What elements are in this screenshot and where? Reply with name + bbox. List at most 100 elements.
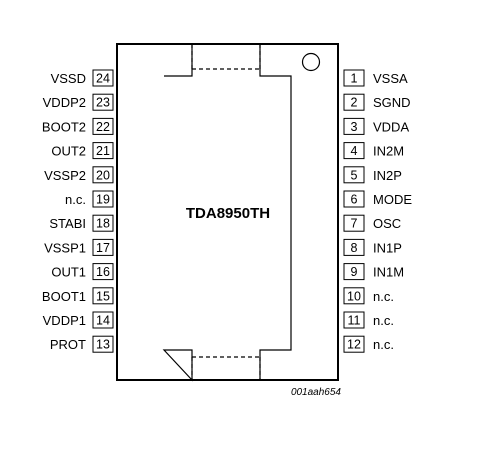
pin-name: VDDP2 <box>43 95 86 110</box>
pin-name: OSC <box>373 216 401 231</box>
pin-number: 22 <box>96 120 110 134</box>
pin-name: IN2P <box>373 168 402 183</box>
pin-number: 7 <box>351 217 358 231</box>
left-pin: 24 VSSD <box>51 69 114 87</box>
pin-box <box>92 263 114 281</box>
pin-box <box>343 238 365 256</box>
pin-number: 1 <box>351 72 358 86</box>
pin-name: VSSP2 <box>44 168 86 183</box>
figure-id: 001aah654 <box>291 387 341 398</box>
right-pin: 6 MODE <box>343 190 412 208</box>
pin-box <box>343 166 365 184</box>
pin-name: OUT1 <box>51 265 86 280</box>
pin1-marker <box>301 52 321 72</box>
right-pin: 1 VSSA <box>343 69 408 87</box>
pin-name: VDDP1 <box>43 313 86 328</box>
pin-number: 9 <box>351 265 358 279</box>
pin-name: SGND <box>373 95 411 110</box>
pin-box <box>343 214 365 232</box>
pin-name: BOOT2 <box>42 119 86 134</box>
pin-number: 4 <box>351 144 358 158</box>
left-pin: 16 OUT1 <box>51 263 114 281</box>
pin-number: 6 <box>351 193 358 207</box>
pin-box <box>343 69 365 87</box>
right-pin: 7 OSC <box>343 214 401 232</box>
right-pin: 2 SGND <box>343 93 411 111</box>
pin-name: BOOT1 <box>42 289 86 304</box>
left-pin-column: 24VSSD23VDDP222BOOT221OUT220VSSP219n.c.1… <box>42 69 114 353</box>
pin-number: 19 <box>96 193 110 207</box>
pin-name: n.c. <box>65 192 86 207</box>
right-pin: 8 IN1P <box>343 238 402 256</box>
pin-name: VDDA <box>373 119 409 134</box>
right-pin: 5 IN2P <box>343 166 402 184</box>
pin-name: MODE <box>373 192 412 207</box>
pin-number: 23 <box>96 96 110 110</box>
pin-box <box>343 142 365 160</box>
left-pin: 22 BOOT2 <box>42 117 114 135</box>
pin-box <box>343 190 365 208</box>
pin-name: OUT2 <box>51 144 86 159</box>
right-pin: 11 n.c. <box>343 311 394 329</box>
left-pin: 13 PROT <box>50 335 114 353</box>
right-pin: 9 IN1M <box>343 263 404 281</box>
package-outline <box>116 43 339 381</box>
left-pin: 18 STABI <box>49 214 114 232</box>
left-pin: 21 OUT2 <box>51 142 114 160</box>
pin-name: IN1M <box>373 265 404 280</box>
chip-part-number: TDA8950TH <box>186 205 270 222</box>
pin-box <box>92 93 114 111</box>
pin-number: 24 <box>96 72 110 86</box>
pin-box <box>92 117 114 135</box>
left-pin: 23 VDDP2 <box>43 93 114 111</box>
pin-name: n.c. <box>373 289 394 304</box>
pin-number: 20 <box>96 168 110 182</box>
pin-box <box>92 287 114 305</box>
pin-name: n.c. <box>373 313 394 328</box>
pin-box <box>92 166 114 184</box>
pin-name: n.c. <box>373 337 394 352</box>
pin-name: STABI <box>49 216 86 231</box>
pin-number: 3 <box>351 120 358 134</box>
pin-box <box>92 69 114 87</box>
pin-box <box>343 311 365 329</box>
pin-name: VSSP1 <box>44 240 86 255</box>
pin-box <box>92 238 114 256</box>
pin-number: 15 <box>96 289 110 303</box>
pin-box <box>343 93 365 111</box>
right-pin: 10 n.c. <box>343 287 394 305</box>
left-pin: 19 n.c. <box>65 190 114 208</box>
pin-box <box>343 117 365 135</box>
pin-name: VSSD <box>51 71 86 86</box>
right-pin: 3 VDDA <box>343 117 409 135</box>
pin-name: PROT <box>50 337 86 352</box>
left-pin: 17 VSSP1 <box>44 238 114 256</box>
pin-number: 14 <box>96 314 110 328</box>
pin-box <box>92 311 114 329</box>
pin-number: 21 <box>96 144 110 158</box>
left-pin: 15 BOOT1 <box>42 287 114 305</box>
pin-box <box>343 287 365 305</box>
pin-number: 17 <box>96 241 110 255</box>
pin-name: VSSA <box>373 71 408 86</box>
pin-number: 8 <box>351 241 358 255</box>
pin-name: IN1P <box>373 240 402 255</box>
pin-box <box>92 142 114 160</box>
pin-number: 5 <box>351 168 358 182</box>
pin-box <box>92 335 114 353</box>
pin-number: 13 <box>96 338 110 352</box>
pin-number: 18 <box>96 217 110 231</box>
left-pin: 20 VSSP2 <box>44 166 114 184</box>
pin-box <box>343 335 365 353</box>
pin-box <box>343 263 365 281</box>
right-pin: 12 n.c. <box>343 335 394 353</box>
pin-number: 10 <box>347 289 361 303</box>
pin-box <box>92 190 114 208</box>
pin-number: 16 <box>96 265 110 279</box>
pin-number: 11 <box>348 314 361 328</box>
pin-number: 2 <box>351 96 358 110</box>
pin-number: 12 <box>347 338 361 352</box>
